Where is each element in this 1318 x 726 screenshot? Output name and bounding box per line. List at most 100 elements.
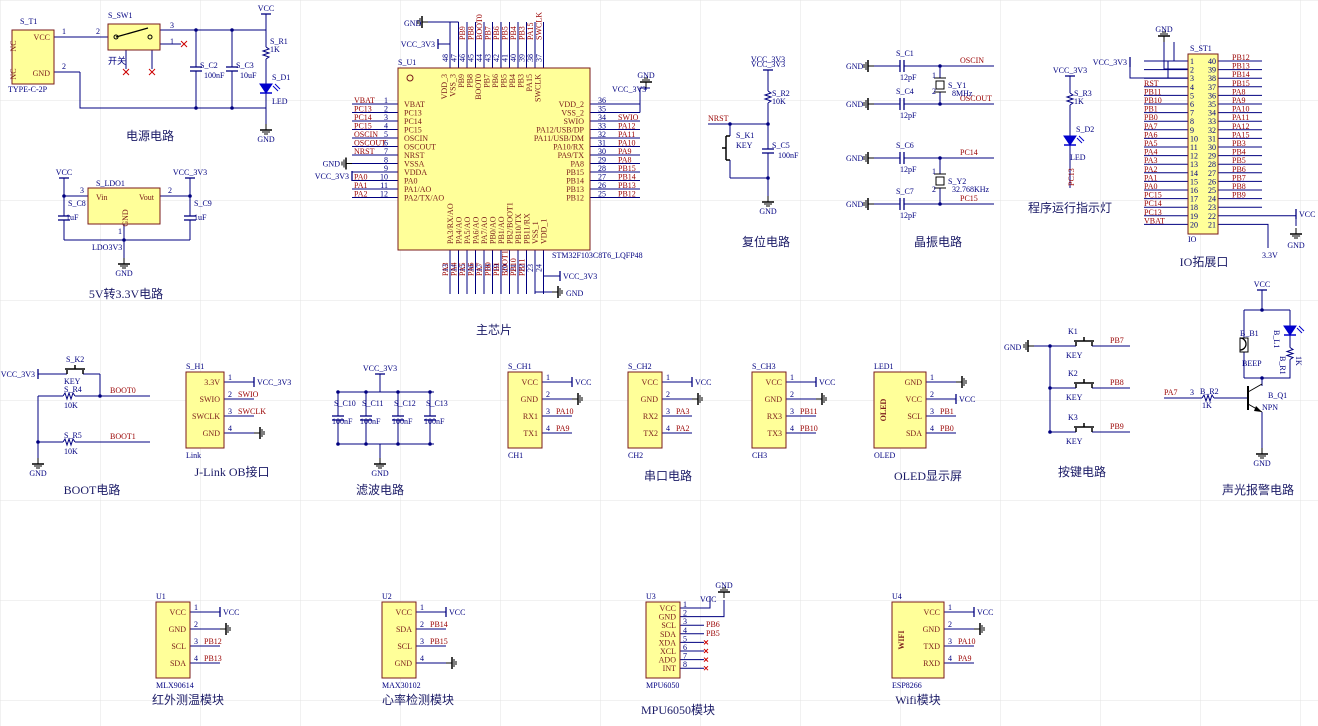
pin-number: 38 — [526, 54, 535, 62]
pin-name: PA8 — [571, 160, 585, 169]
net-label: OSCOUT — [960, 94, 992, 103]
wire-layer — [37, 14, 1297, 669]
pin-number: 16 — [1190, 186, 1198, 195]
module-body — [627, 371, 663, 449]
net-label: PC14 — [1144, 199, 1162, 208]
net-label: PA1 — [1144, 173, 1158, 182]
ground-symbol — [1023, 340, 1034, 352]
net-label: PB12 — [618, 190, 636, 199]
resistor — [261, 46, 271, 60]
title-crystal: 晶振电路 — [914, 234, 962, 249]
junction — [98, 394, 102, 398]
pin-name: VSS_3 — [449, 74, 458, 97]
pin-number: 2 — [96, 27, 100, 36]
connector-part: TYPE-C-2P — [8, 85, 48, 94]
pin-name: GND — [121, 209, 130, 227]
pin-number: 4 — [930, 424, 934, 433]
net-label: PA2 — [676, 424, 690, 433]
pin-name: VDD_1 — [540, 219, 549, 244]
ldo-ref: S_LDO1 — [96, 179, 125, 188]
net-label: PB8 — [1110, 378, 1124, 387]
pin-number: 48 — [441, 54, 450, 62]
pin-name: PB6 — [491, 74, 500, 88]
pin-number: 2 — [683, 609, 687, 618]
pin-number: 45 — [467, 54, 476, 62]
ground-label: GND — [257, 135, 275, 144]
pin-number: 31 — [1208, 134, 1216, 143]
pin-name: TX2 — [643, 429, 658, 438]
net-label: PB9 — [1110, 422, 1124, 431]
junction — [62, 194, 66, 198]
net-label: OSCIN — [960, 56, 984, 65]
pin-name: SCL — [397, 642, 412, 651]
junction — [938, 156, 942, 160]
pin-name: RX2 — [643, 412, 658, 421]
res-ref: B_R2 — [1200, 387, 1219, 396]
cap-value: 12pF — [900, 211, 917, 220]
net-label: BOOT1 — [501, 250, 510, 276]
pin-name: PB11/RX — [523, 213, 532, 244]
ground-symbol — [1290, 228, 1302, 239]
module-part: Link — [186, 451, 201, 460]
crystal-body — [935, 176, 945, 186]
mcu-body — [397, 67, 591, 251]
net-label: PB14 — [618, 173, 636, 182]
net-label: PB11 — [518, 259, 527, 277]
net-label: PA9 — [1232, 96, 1246, 105]
pin-number: 10 — [380, 173, 388, 182]
net-label: PA8 — [618, 156, 632, 165]
net-label: PB10 — [509, 258, 518, 276]
net-label: PA1 — [354, 181, 368, 190]
power-label: VCC_3V3 — [612, 85, 646, 94]
net-label: PA6 — [467, 263, 476, 277]
ground-label: GND — [1287, 241, 1305, 250]
resistor — [1285, 347, 1295, 360]
crystal-ref: S_Y2 — [948, 177, 966, 186]
ground-symbol — [446, 657, 457, 669]
pin-number: 9 — [1190, 126, 1194, 135]
net-label: OSCIN — [354, 130, 378, 139]
pin-number: 23 — [526, 264, 535, 272]
pin-number: 1 — [666, 373, 670, 382]
net-label: PC13 — [1067, 168, 1076, 186]
pin-number: 30 — [598, 147, 606, 156]
pin-name: RXD — [923, 659, 940, 668]
ground-label: GND — [846, 154, 864, 163]
cap-value: 12pF — [900, 165, 917, 174]
pin-name: SWIO — [564, 117, 585, 126]
net-label: PA3 — [1144, 156, 1158, 165]
pin-name: Vin — [96, 193, 108, 202]
ground-symbol — [118, 258, 130, 269]
res-ref: S_R3 — [1074, 89, 1092, 98]
junction — [938, 102, 942, 106]
module-ref: LED1 — [874, 362, 894, 371]
ground-label: GND — [1004, 343, 1022, 352]
nc-mark — [148, 68, 156, 76]
pin-number: 36 — [598, 96, 606, 105]
crystal-value: 32.768KHz — [952, 185, 990, 194]
key-ref: K3 — [1068, 413, 1078, 422]
text-layer: S_T1NCNCVCCGNDTYPE-C-2P12S_SW1231开关VCCS_… — [1, 4, 1316, 717]
net-label: PA2 — [1144, 165, 1158, 174]
pin-number: 6 — [384, 139, 388, 148]
pin-number: 39 — [1208, 66, 1216, 75]
ground-label: GND — [759, 207, 777, 216]
module-body — [645, 601, 681, 679]
power-label: VCC — [449, 608, 465, 617]
transistor-name: NPN — [1262, 403, 1278, 412]
net-label: PC13 — [354, 105, 372, 114]
pin-number: 47 — [450, 54, 459, 62]
pin-name: GND — [765, 395, 783, 404]
module-part: CH2 — [628, 451, 643, 460]
key-name: KEY — [736, 141, 753, 150]
pin-name: INT — [663, 664, 676, 673]
led-ray — [1296, 327, 1303, 334]
net-label: PA12 — [1232, 122, 1250, 131]
ground-symbol — [718, 587, 730, 598]
net-label: PB1 — [940, 407, 954, 416]
module-body — [507, 371, 543, 449]
pin-name: PA9/TX — [558, 151, 585, 160]
pin-name: PA12/USB/DP — [536, 126, 584, 135]
net-label: PB12 — [1232, 53, 1250, 62]
led-ray — [274, 83, 281, 90]
